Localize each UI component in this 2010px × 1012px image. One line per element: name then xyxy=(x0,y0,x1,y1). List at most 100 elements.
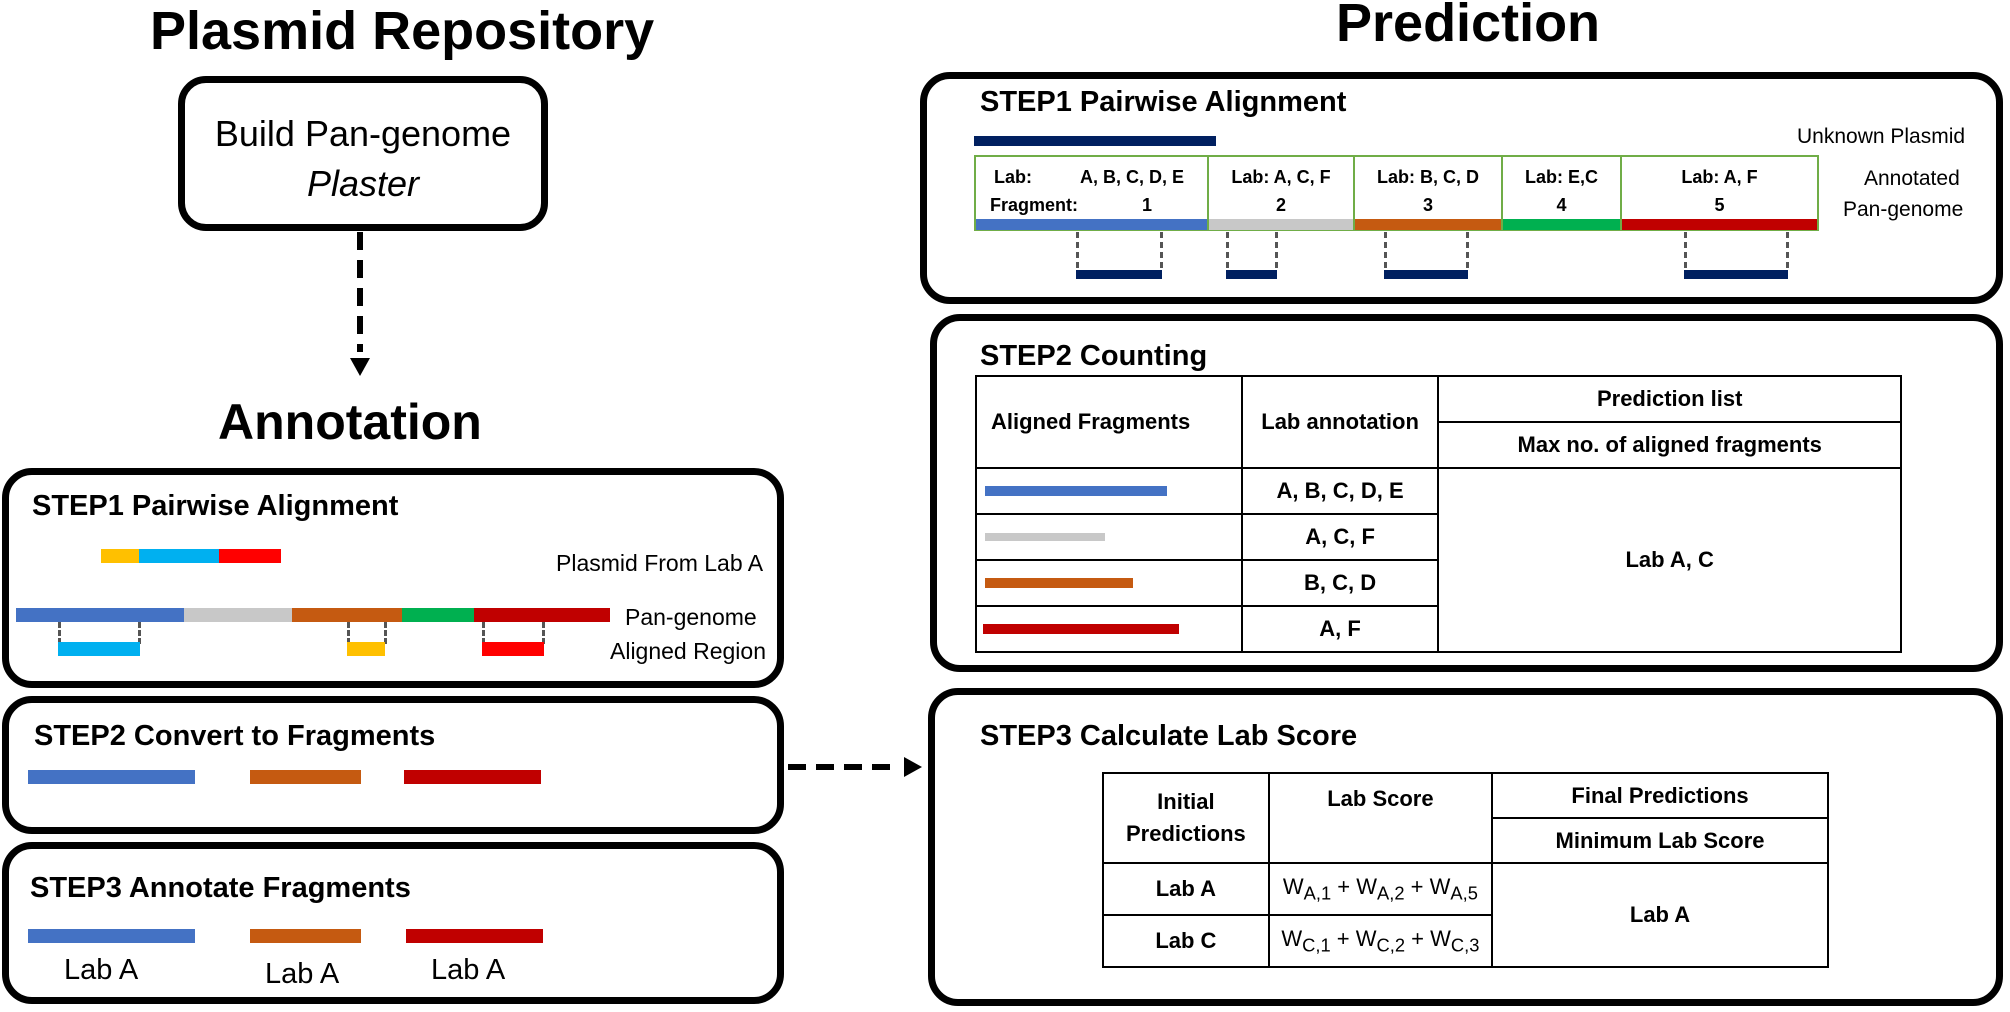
plasmid-segment-cyan xyxy=(139,549,219,563)
plasmid-from-lab-a-label: Plasmid From Lab A xyxy=(556,550,764,576)
lab-annotation-cell: A, C, F xyxy=(1240,513,1440,561)
prediction-step3-title: STEP3 Calculate Lab Score xyxy=(980,720,1358,752)
plus-sign: + xyxy=(1330,925,1356,951)
fragment-lab-label: Lab A xyxy=(64,954,139,986)
final-predictions-header: Final Predictions xyxy=(1491,772,1829,819)
fragment-darkred xyxy=(404,770,541,784)
aligned-dash xyxy=(1466,232,1469,268)
segment-1-bar xyxy=(976,219,1207,230)
segment-3-labs: Lab: B, C, D xyxy=(1377,167,1479,187)
pangenome-segment-green xyxy=(402,608,474,622)
segment-4-bar xyxy=(1503,219,1620,230)
weight-subscript: A,5 xyxy=(1450,882,1478,904)
annotation-step2-box xyxy=(2,696,784,834)
annotated-label: Annotated xyxy=(1864,167,1960,190)
plasmid-segment-yellow xyxy=(101,549,139,563)
initial-predictions-header: Initial Predictions xyxy=(1102,772,1270,864)
prediction-title: Prediction xyxy=(1336,0,1601,53)
aligned-dash xyxy=(347,622,350,644)
annotation-step3-box xyxy=(2,842,784,1004)
lab-annotation-cell: B, C, D xyxy=(1240,559,1440,607)
weight-subscript: A,1 xyxy=(1303,882,1332,904)
lab-score-header: Lab Score xyxy=(1267,772,1494,864)
weight-symbol: W xyxy=(1429,873,1451,899)
prediction-list-header: Prediction list xyxy=(1437,375,1902,423)
aligned-bar-navy xyxy=(1384,270,1468,279)
plaster-label: Plaster xyxy=(306,163,420,204)
aligned-bar-navy xyxy=(1226,270,1277,279)
aligned-region-yellow xyxy=(347,642,385,656)
initial-lab-cell: Lab C xyxy=(1102,914,1270,968)
fragment-blue xyxy=(28,770,195,784)
aligned-dash xyxy=(384,622,387,644)
annotated-fragment-darkred xyxy=(406,929,543,943)
fragment-cell xyxy=(975,559,1243,607)
minimum-lab-score-header: Minimum Lab Score xyxy=(1491,817,1829,864)
pangenome-segment-darkred xyxy=(474,608,610,622)
annotated-fragment-orange xyxy=(250,929,361,943)
prediction-step2-title: STEP2 Counting xyxy=(980,340,1208,372)
prediction-step1-title: STEP1 Pairwise Alignment xyxy=(980,86,1347,118)
aligned-dash xyxy=(138,622,141,644)
unknown-plasmid-label: Unknown Plasmid xyxy=(1797,125,1966,148)
fragment-lab-label: Lab A xyxy=(265,958,340,990)
lab-score-table: Initial Predictions Lab Score Final Pred… xyxy=(1102,772,1829,968)
segment-4-labs: Lab: E,C xyxy=(1524,167,1598,187)
plus-sign: + xyxy=(1405,925,1431,951)
aligned-region-cyan xyxy=(58,642,140,656)
lab-annotation-cell: A, B, C, D, E xyxy=(1240,467,1440,515)
initial-header-line2: Predictions xyxy=(1125,821,1246,846)
counting-table: Aligned Fragments Lab annotation Predict… xyxy=(975,375,1902,653)
fragment-bar-blue xyxy=(985,486,1167,496)
aligned-dash xyxy=(1160,232,1163,268)
lab-annotation-cell: A, F xyxy=(1240,605,1440,653)
annotation-title: Annotation xyxy=(218,394,482,450)
weight-symbol: W xyxy=(1281,925,1303,951)
final-prediction-result: Lab A xyxy=(1491,862,1829,968)
segment-5-labs: Lab: A, F xyxy=(1681,167,1758,187)
plasmid-repository-title: Plasmid Repository xyxy=(150,1,655,61)
fragment-bar-darkred xyxy=(983,624,1179,634)
pangenome-fragment-1 xyxy=(974,155,1209,231)
weight-subscript: A,2 xyxy=(1377,882,1405,904)
segment-lab-prefix: Lab: xyxy=(994,167,1032,187)
pangenome-fragment-2 xyxy=(1207,155,1355,231)
lab-score-formula: WC,1 + WC,2 + WC,3 xyxy=(1267,914,1494,968)
fragment-lab-label: Lab A xyxy=(431,954,506,986)
aligned-dash xyxy=(482,622,485,644)
pangenome-segment-blue xyxy=(16,608,184,622)
build-pangenome-box: Build Pan-genome Plaster xyxy=(178,76,548,231)
segment-5-bar xyxy=(1622,219,1817,230)
prediction-result: Lab A, C xyxy=(1437,467,1902,653)
aligned-dash xyxy=(1226,232,1229,268)
build-pangenome-label: Build Pan-genome xyxy=(214,113,512,154)
plasmid-segment-red xyxy=(219,549,281,563)
segment-2-num: 2 xyxy=(1275,195,1286,215)
segment-3-bar xyxy=(1355,219,1501,230)
fragment-orange xyxy=(250,770,361,784)
segment-2-bar xyxy=(1209,219,1353,230)
pangenome-segment-gray xyxy=(184,608,292,622)
segment-4-num: 4 xyxy=(1556,195,1567,215)
segment-fragment-prefix: Fragment: xyxy=(990,195,1079,215)
pangenome-fragment-5 xyxy=(1620,155,1819,231)
fragment-cell xyxy=(975,467,1243,515)
segment-1-labs: A, B, C, D, E xyxy=(1080,167,1185,187)
down-arrow xyxy=(350,232,370,376)
segment-5-num: 5 xyxy=(1714,195,1725,215)
aligned-bar-navy xyxy=(1076,270,1162,279)
initial-header-line1: Initial xyxy=(1157,789,1215,814)
annotated-fragment-blue xyxy=(28,929,195,943)
lab-score-formula: WA,1 + WA,2 + WA,5 xyxy=(1267,862,1494,916)
fragment-cell xyxy=(975,605,1243,653)
aligned-dash xyxy=(58,622,61,644)
aligned-region-label: Aligned Region xyxy=(610,638,767,664)
pangenome-label: Pan-genome xyxy=(625,604,757,630)
fragment-bar-gray xyxy=(985,533,1105,541)
aligned-region-red xyxy=(482,642,544,656)
aligned-dash xyxy=(1275,232,1278,268)
fragment-cell xyxy=(975,513,1243,561)
segment-2-labs: Lab: A, C, F xyxy=(1231,167,1331,187)
weight-symbol: W xyxy=(1355,925,1377,951)
weight-symbol: W xyxy=(1282,873,1304,899)
